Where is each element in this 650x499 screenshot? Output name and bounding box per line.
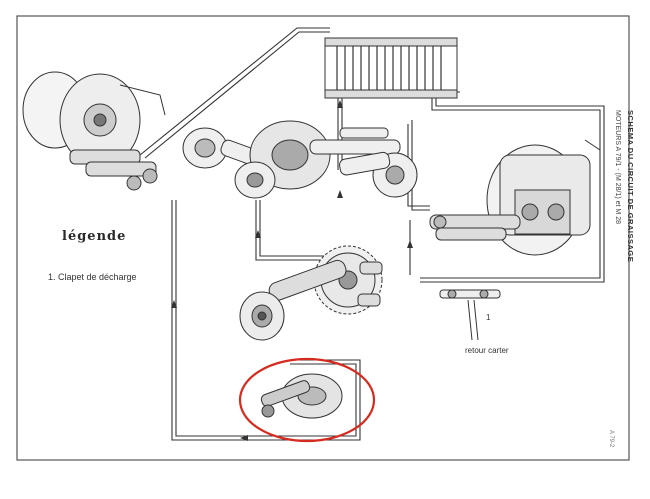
return-valve [439, 289, 501, 341]
left-cylinder-head [22, 71, 166, 191]
diagram-title-text: SCHEMA DU CIRCUIT DE GRAISSAGE [626, 110, 635, 263]
oil-cooler [324, 37, 458, 99]
reference-number: A 79-2 [608, 430, 614, 448]
legend-title: légende [62, 229, 127, 244]
highlight-circle [238, 357, 376, 443]
oil-pump [260, 373, 343, 419]
diagram-title: SCHEMA DU CIRCUIT DE GRAISSAGE [621, 110, 639, 320]
camshaft-gear [239, 245, 383, 341]
legend-item-1: 1. Clapet de décharge [48, 272, 137, 282]
retour-carter-label: retour carter [465, 346, 509, 355]
marker-1-label: 1 [486, 313, 491, 322]
sheet-border [16, 15, 630, 461]
diagram-subtitle-text: MOTEURS A 79/1 - (M 28/1) et M 28 [614, 110, 621, 224]
right-cylinder-head [429, 139, 601, 256]
crankshaft [182, 120, 418, 199]
